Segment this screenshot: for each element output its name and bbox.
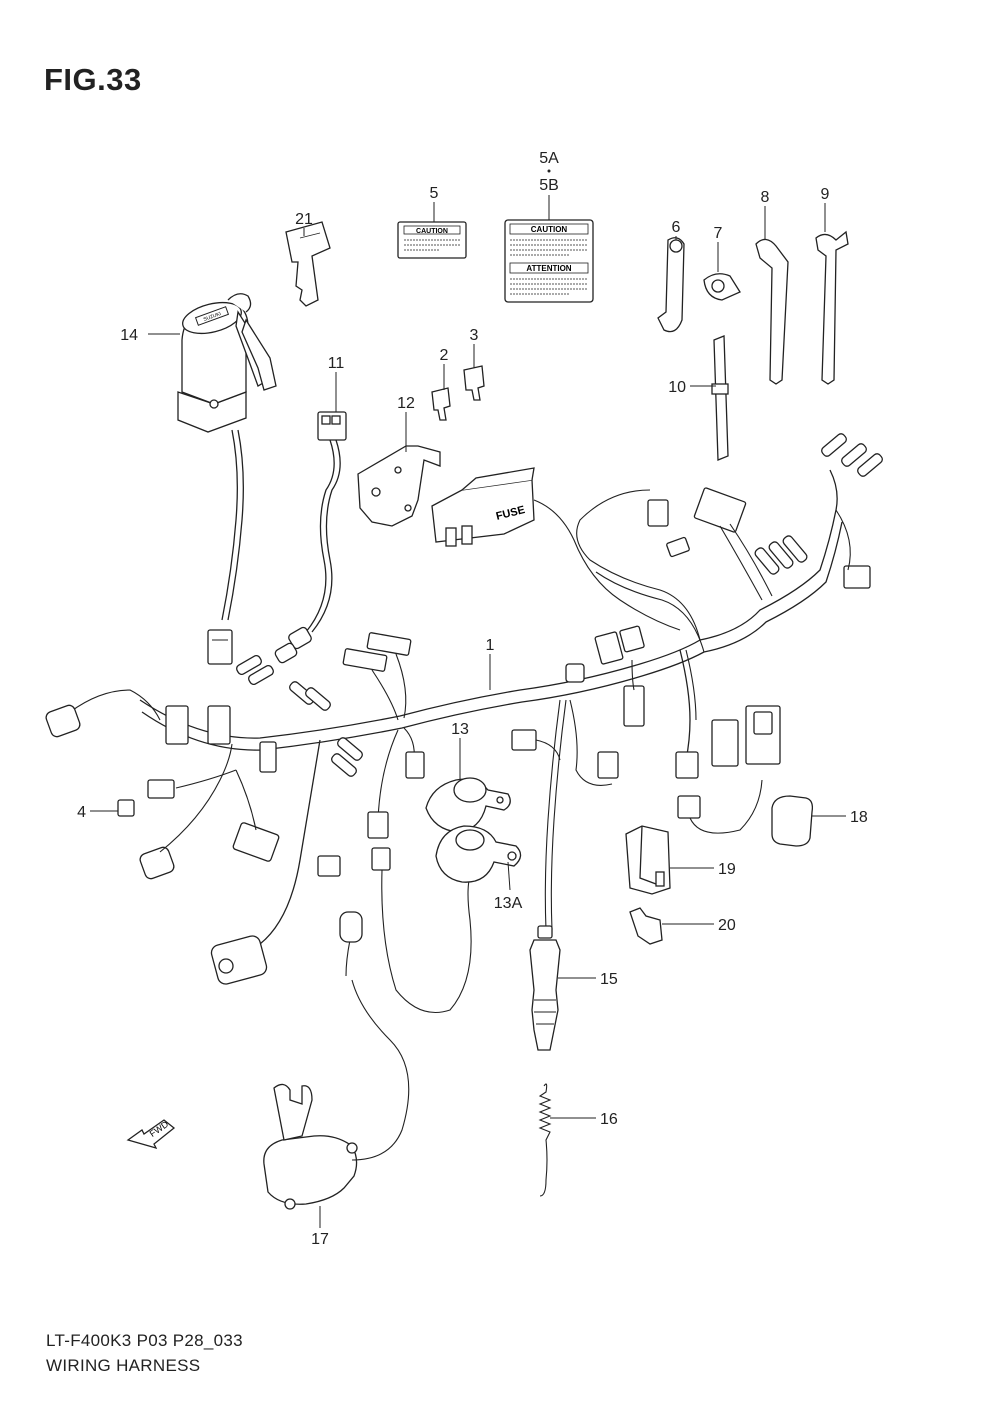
relay-bracket-part	[629, 907, 663, 945]
callout-19: 19	[718, 861, 736, 878]
fuse-small-part	[431, 387, 451, 421]
model-code: LT-F400K3 P03 P28_033	[46, 1331, 243, 1350]
fuse-holder-part	[274, 411, 347, 664]
section-name: WIRING HARNESS	[46, 1356, 201, 1375]
callout-labels: 21 14 11 12 2 3 5 5A 5B 6 7 8 9 10 1 13 …	[77, 150, 868, 1248]
callout-8: 8	[761, 189, 770, 206]
callout-7: 7	[714, 225, 723, 242]
forward-arrow-icon: FWD	[126, 1119, 176, 1150]
switch-13a-part	[435, 825, 522, 883]
caution-label-decal: CAUTION	[397, 221, 467, 259]
spring-part	[538, 1083, 552, 1197]
switch-17-part	[263, 911, 410, 1210]
callout-21: 21	[295, 211, 313, 228]
ignition-switch-part: SUZUKI	[177, 293, 277, 665]
callout-4: 4	[77, 804, 86, 821]
relay-cover-part	[625, 825, 671, 895]
callout-5b: 5B	[539, 177, 559, 194]
main-harness-part	[45, 433, 883, 1014]
clamp-8-part	[755, 238, 789, 385]
figure-title: FIG.33	[44, 62, 142, 97]
callout-5: 5	[430, 185, 439, 202]
callout-9: 9	[821, 186, 830, 203]
callout-5a: 5A	[539, 150, 559, 167]
callout-20: 20	[718, 917, 736, 934]
callout-12: 12	[397, 395, 415, 412]
relay-part	[771, 795, 814, 847]
ignition-brand-text: SUZUKI	[203, 311, 222, 323]
callout-14: 14	[120, 327, 138, 344]
switch-13-part	[425, 777, 511, 833]
key-part	[285, 221, 331, 307]
attention-header-text: ATTENTION	[526, 264, 571, 273]
callout-15: 15	[600, 971, 618, 988]
callout-separator-dot	[547, 169, 551, 173]
callout-2: 2	[440, 347, 449, 364]
caution-label-text: CAUTION	[416, 228, 448, 235]
caution-attention-decal: CAUTION ATTENTION	[504, 219, 594, 303]
clamp-7-part	[703, 273, 741, 301]
fuse-box-part: FUSE	[431, 467, 535, 547]
callout-13a: 13A	[494, 895, 523, 912]
caution-header-text: CAUTION	[531, 225, 568, 234]
callout-13: 13	[451, 721, 469, 738]
callout-3: 3	[470, 327, 479, 344]
callout-6: 6	[672, 219, 681, 236]
callout-17: 17	[311, 1231, 329, 1248]
leader-lines	[90, 195, 846, 1228]
fuse-large-part	[463, 365, 485, 401]
cable-tie-part	[711, 335, 729, 461]
clamp-9-part	[815, 230, 849, 385]
callout-18: 18	[850, 809, 868, 826]
callout-11: 11	[328, 355, 345, 372]
callout-1: 1	[486, 637, 495, 654]
callout-10: 10	[668, 379, 686, 396]
clamp-6-part	[657, 237, 685, 333]
switch-15-part	[529, 925, 561, 1051]
callout-16: 16	[600, 1111, 618, 1128]
bracket-part	[357, 445, 441, 527]
